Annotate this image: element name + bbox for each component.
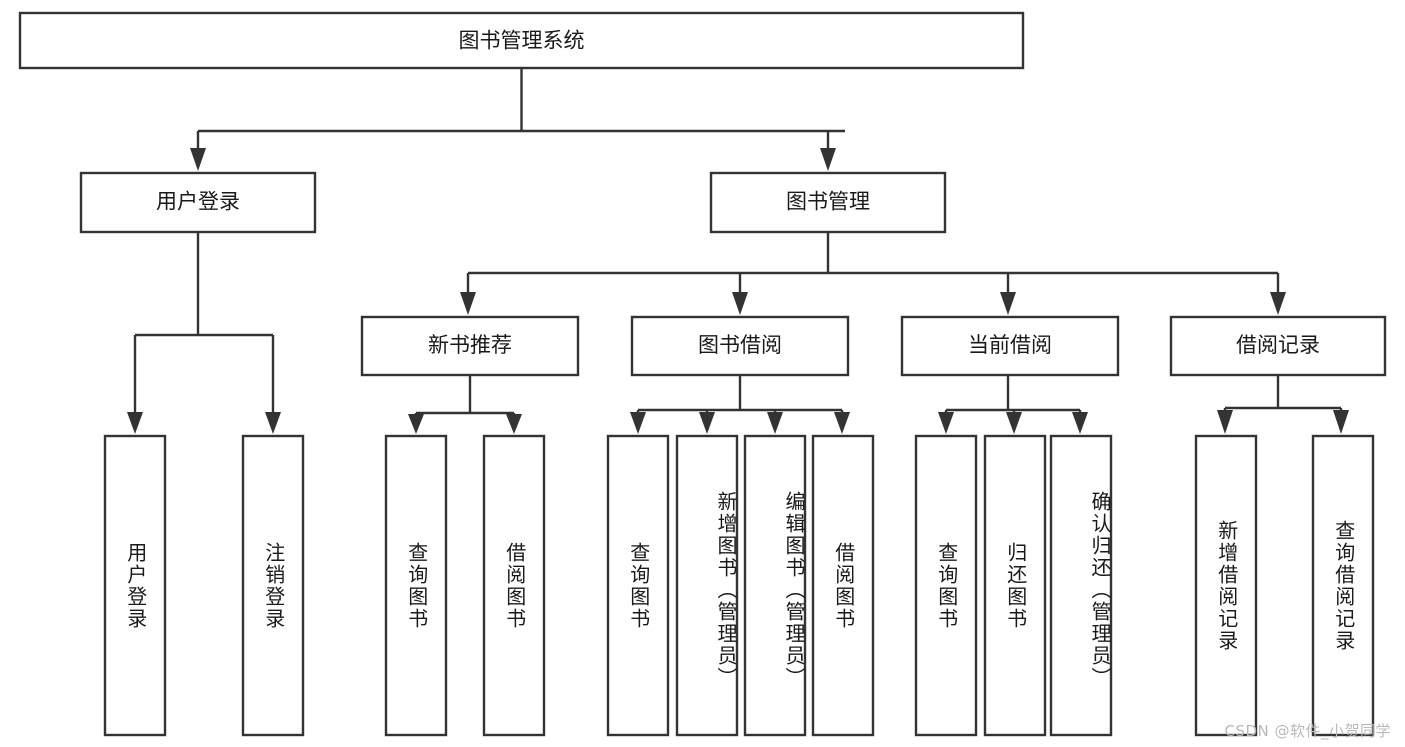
arrow-head-leaf-query-book-2 <box>630 412 646 434</box>
node-leaf-edit-book-admin-box[interactable] <box>743 434 807 737</box>
connector-layer <box>127 68 1349 434</box>
node-leaf-query-borrow-record-box[interactable] <box>1311 434 1375 737</box>
node-book-borrow-label: 图书借阅 <box>698 333 782 357</box>
node-leaf-user-login-box[interactable] <box>103 434 167 737</box>
node-book-management-box[interactable] <box>709 171 947 234</box>
node-root[interactable]: 图书管理系统 <box>18 11 1025 70</box>
node-leaf-logout-box[interactable] <box>241 434 305 737</box>
node-borrow-record[interactable]: 借阅记录 <box>1169 315 1387 377</box>
node-layer: 图书管理系统 用户登录 图书管理 新书推荐 图书借阅 当前 <box>18 11 1387 737</box>
arrow-head-leaf-borrow-book-2 <box>834 412 850 434</box>
node-leaf-query-book-2-box[interactable] <box>606 434 670 737</box>
arrow-head-book-borrow <box>732 292 748 315</box>
node-leaf-query-book-1-box[interactable] <box>384 434 448 737</box>
node-current-borrow[interactable]: 当前借阅 <box>900 315 1120 377</box>
node-user-login-box[interactable] <box>79 171 317 234</box>
arrow-head-leaf-add-borrow-record <box>1217 410 1233 434</box>
node-leaf-add-borrow-record-box[interactable] <box>1194 434 1258 737</box>
arrow-head-leaf-logout <box>265 412 281 434</box>
node-leaf-borrow-book-2-box[interactable] <box>811 434 875 737</box>
arrow-head-leaf-query-book-1 <box>408 414 424 434</box>
arrow-head-leaf-query-book-3 <box>938 412 954 434</box>
node-leaf-query-book-3-box[interactable] <box>914 434 978 737</box>
node-leaf-confirm-return-admin-box[interactable] <box>1049 434 1113 737</box>
arrow-head-leaf-confirm-return-admin <box>1072 412 1088 434</box>
node-borrow-record-box[interactable] <box>1169 315 1387 377</box>
node-user-login[interactable]: 用户登录 <box>79 171 317 234</box>
csdn-watermark: CSDN @软件_小贺同学 <box>1224 722 1391 740</box>
node-user-login-label: 用户登录 <box>156 190 240 214</box>
node-borrow-record-label: 借阅记录 <box>1236 333 1320 357</box>
arrow-head-current-borrow <box>1000 292 1016 315</box>
arrow-head-book-management <box>820 148 836 171</box>
node-leaf-borrow-book-1-box[interactable] <box>482 434 546 737</box>
arrow-head-leaf-user-login <box>127 412 143 434</box>
node-root-label: 图书管理系统 <box>459 29 585 53</box>
arrow-head-leaf-add-book-admin <box>699 412 715 434</box>
node-book-borrow-box[interactable] <box>630 315 850 377</box>
node-new-book-recommend-label: 新书推荐 <box>428 333 512 357</box>
arrow-head-user-login <box>190 148 206 171</box>
node-leaf-return-book-box[interactable] <box>983 434 1047 737</box>
arrow-head-leaf-edit-book-admin <box>767 412 783 434</box>
arrow-head-borrow-record <box>1270 292 1286 315</box>
node-current-borrow-box[interactable] <box>900 315 1120 377</box>
arrow-head-leaf-borrow-book-1 <box>506 414 522 434</box>
node-book-borrow[interactable]: 图书借阅 <box>630 315 850 377</box>
node-root-box[interactable] <box>18 11 1025 70</box>
arrow-head-leaf-return-book <box>1006 412 1022 434</box>
node-book-management[interactable]: 图书管理 <box>709 171 947 234</box>
arrow-head-leaf-query-borrow-record <box>1333 410 1349 434</box>
node-current-borrow-label: 当前借阅 <box>968 333 1052 357</box>
node-leaf-add-book-admin-box[interactable] <box>675 434 739 737</box>
node-new-book-recommend[interactable]: 新书推荐 <box>360 315 580 377</box>
arrow-head-new-book-recommend <box>460 292 476 315</box>
node-new-book-recommend-box[interactable] <box>360 315 580 377</box>
node-book-management-label: 图书管理 <box>786 190 870 214</box>
